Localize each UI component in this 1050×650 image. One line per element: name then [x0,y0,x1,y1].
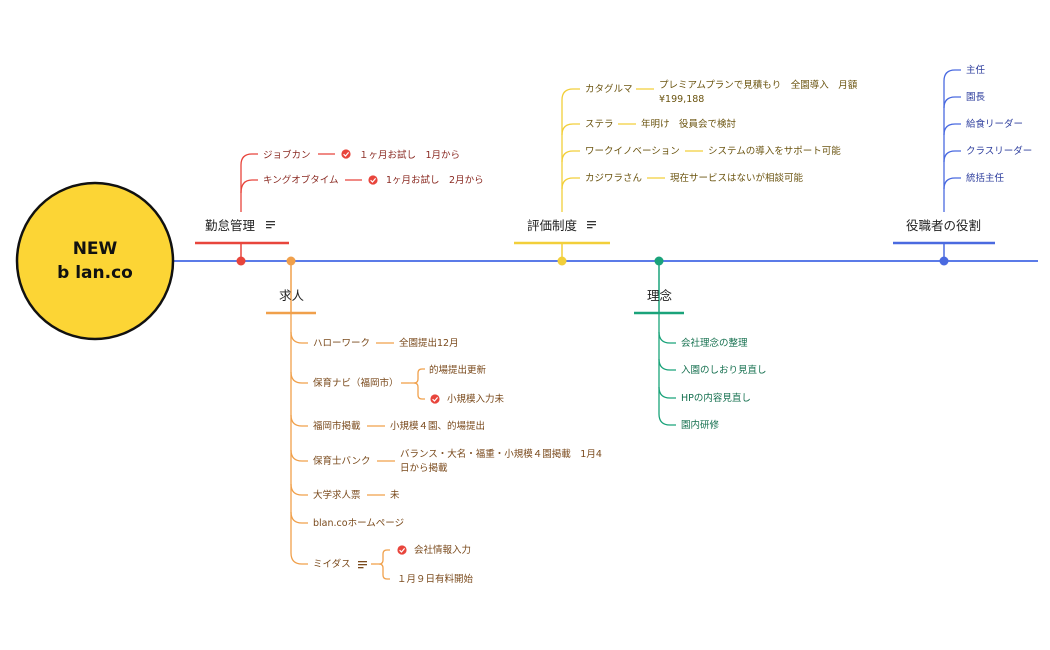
kintai-jobcan-detail[interactable]: １ヶ月お試し 1月から [359,149,460,161]
kyujin-item-blanco-homepage[interactable]: blan.coホームページ [313,518,404,529]
timeline-node-rinen[interactable] [654,256,664,266]
kyujin-university-detail[interactable]: 未 [390,489,400,501]
topic-title-yakushoku: 役職者の役割 [906,218,981,233]
note-icon[interactable] [358,561,367,569]
kyujin-item-miidas[interactable]: ミイダス [313,558,351,570]
kyujin-hellowork-detail[interactable]: 全園提出12月 [399,337,459,349]
check-icon [430,394,440,404]
hyoka-kajiwara-detail[interactable]: 現在サービスはないが相談可能 [670,172,804,184]
yakushoku-item-3[interactable]: 給食リーダー [966,118,1023,130]
topic-kintai[interactable]: 勤怠管理 ジョブカン １ヶ月お試し 1月から キングオブタイム 1ヶ月お試し 2… [195,149,484,266]
topic-title-kyujin: 求人 [279,288,305,303]
kyujin-item-fukuoka-city[interactable]: 福岡市掲載 [313,420,361,432]
central-topic-line-1: NEW [73,239,118,259]
central-topic[interactable]: NEW b lan.co [15,181,175,341]
yakushoku-item-2[interactable]: 園長 [966,92,986,103]
kintai-item-king-of-time[interactable]: キングオブタイム [263,174,339,186]
kyujin-miidas-detail-2[interactable]: １月９日有料開始 [397,573,474,585]
yakushoku-item-1[interactable]: 主任 [966,64,986,76]
topic-title-hyoka: 評価制度 [527,218,578,233]
timeline-node-hyoka[interactable] [557,256,567,266]
kintai-item-jobcan[interactable]: ジョブカン [263,149,311,161]
kyujin-hoikushi-bank-detail-2[interactable]: 日から掲載 [400,462,448,474]
kyujin-fukuoka-city-detail[interactable]: 小規模４園、的場提出 [390,420,485,432]
topic-hyoka[interactable]: 評価制度 カタグルマ プレミアムプランで見積もり 全園導入 月額 ¥199,18… [514,79,858,266]
topic-kyujin[interactable]: 求人 ハローワーク 全園提出12月 保育ナビ（福岡市） 的場提出更新 小規模入力… [266,256,602,586]
hyoka-katagaruma-detail-2[interactable]: ¥199,188 [659,94,704,105]
note-icon[interactable] [587,221,596,229]
topic-rinen[interactable]: 理念 会社理念の整理 入園のしおり見直し HPの内容見直し 園内研修 [634,256,767,432]
rinen-item-1[interactable]: 会社理念の整理 [681,337,748,349]
hyoka-item-stella[interactable]: ステラ [585,119,614,130]
kyujin-hoiku-navi-detail-2[interactable]: 小規模入力未 [447,393,505,405]
kyujin-item-university[interactable]: 大学求人票 [313,489,361,501]
kyujin-item-hoikushi-bank[interactable]: 保育士バンク [313,455,370,467]
kyujin-item-hellowork[interactable]: ハローワーク [313,338,370,349]
check-icon [368,175,378,185]
topic-title-kintai: 勤怠管理 [205,218,256,233]
kyujin-hoiku-navi-detail-1[interactable]: 的場提出更新 [429,364,487,376]
timeline-node-kintai[interactable] [236,256,246,266]
hyoka-work-innovation-detail[interactable]: システムの導入をサポート可能 [708,145,841,157]
central-topic-line-2: b lan.co [57,263,133,283]
note-icon[interactable] [266,221,275,229]
yakushoku-item-5[interactable]: 統括主任 [966,172,1005,184]
topic-title-rinen: 理念 [647,288,673,303]
kyujin-miidas-detail-1[interactable]: 会社情報入力 [414,544,471,556]
rinen-item-2[interactable]: 入園のしおり見直し [681,364,767,376]
hyoka-stella-detail[interactable]: 年明け 役員会で検討 [641,118,737,130]
hyoka-katagaruma-detail-1[interactable]: プレミアムプランで見積もり 全園導入 月額 [659,79,858,91]
rinen-item-3[interactable]: HPの内容見直し [681,392,751,404]
kyujin-item-hoiku-navi[interactable]: 保育ナビ（福岡市） [313,377,399,389]
rinen-item-4[interactable]: 園内研修 [681,419,720,431]
check-icon [341,149,351,159]
timeline-node-yakushoku[interactable] [939,256,949,266]
hyoka-item-work-innovation[interactable]: ワークイノベーション [585,146,680,157]
timeline-node-kyujin[interactable] [286,256,296,266]
yakushoku-item-4[interactable]: クラスリーダー [966,145,1032,157]
topic-yakushoku[interactable]: 役職者の役割 主任 園長 給食リーダー クラスリーダー 統括主任 [893,64,1032,266]
check-icon [397,545,407,555]
hyoka-item-kajiwara[interactable]: カジワラさん [585,173,642,184]
kintai-king-of-time-detail[interactable]: 1ヶ月お試し 2月から [386,174,484,186]
kyujin-hoikushi-bank-detail-1[interactable]: バランス・大名・福重・小規模４園掲載 1月4 [400,448,602,460]
hyoka-item-katagaruma[interactable]: カタグルマ [585,83,633,95]
